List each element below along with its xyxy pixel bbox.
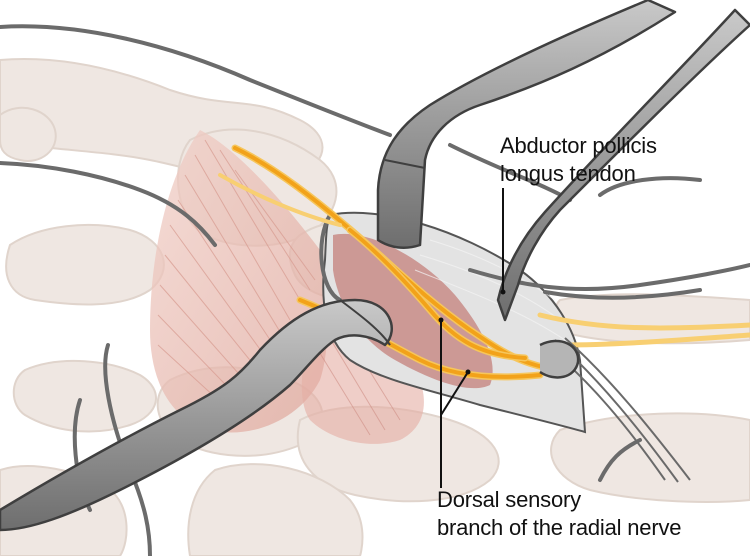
hook-lower [539,339,580,379]
leader-dots [438,289,506,375]
leader-lines [440,188,504,488]
abductor-pollicis-longus-label: Abductor pollicis longus tendon [500,132,657,188]
retractor-lower [0,298,393,532]
exposed-muscle [333,233,493,389]
bone-left-low [12,359,157,433]
dorsal-sensory-branch-label: Dorsal sensory branch of the radial nerv… [437,486,681,542]
instruments [0,0,750,532]
retractor-upper [376,0,677,249]
leader-nerve-branch [440,371,469,416]
bone-left-upper [0,106,57,162]
nerve-label-line1: Dorsal sensory [437,487,581,512]
nerve-label-line2: branch of the radial nerve [437,515,682,540]
abductor-label-line2: longus tendon [500,161,636,186]
bone-lower [187,463,364,556]
abductor-label-line1: Abductor pollicis [500,133,657,158]
forceps-upper [496,8,750,322]
bone-left-mid [5,224,165,306]
